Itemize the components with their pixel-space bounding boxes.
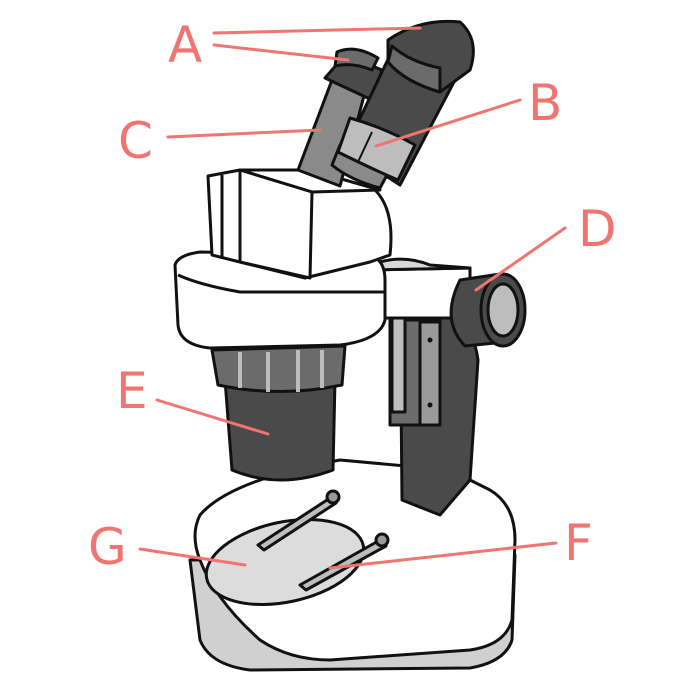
stage-clips [256,489,390,592]
label-a: A [168,16,202,74]
leader-f [328,541,558,570]
leader-b [374,98,522,148]
eyepiece-right [330,19,475,190]
stage-plate [204,517,366,607]
leader-a-2 [212,43,350,62]
objective-lens [210,344,347,482]
leader-g [138,547,247,567]
label-e: E [116,362,148,420]
microscope-head [173,168,393,350]
leader-a-1 [212,26,422,35]
label-g: G [88,518,127,576]
leader-c [166,128,322,139]
label-c: C [118,112,153,170]
focus-knob [449,272,527,348]
label-b: B [528,74,562,132]
label-d: D [578,200,617,258]
label-f: F [564,514,593,572]
microscope-pillar [388,288,480,517]
leader-d [474,226,567,292]
leader-e [155,398,270,436]
